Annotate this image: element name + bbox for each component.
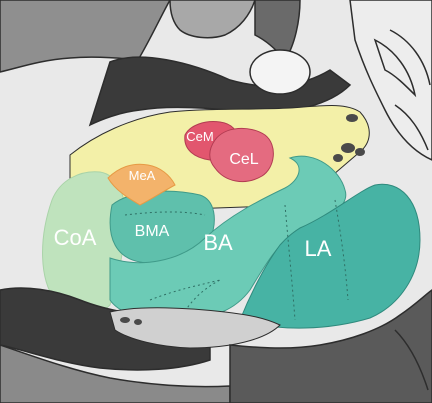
fiber-dot-1 (346, 114, 358, 122)
white-bulb-top (250, 50, 310, 94)
label-cem: CeM (186, 129, 213, 144)
fiber-dot-3 (355, 148, 365, 156)
label-la: LA (305, 236, 332, 261)
label-cel: CeL (229, 151, 258, 168)
label-mea: MeA (129, 168, 156, 183)
fiber-dot-bottom-1 (120, 317, 130, 323)
label-ba: BA (203, 230, 233, 255)
fiber-dot-2 (341, 143, 355, 153)
fiber-dot-4 (333, 154, 343, 162)
label-coa: CoA (54, 225, 97, 250)
fiber-dot-bottom-2 (134, 319, 142, 325)
label-bma: BMA (135, 223, 170, 240)
